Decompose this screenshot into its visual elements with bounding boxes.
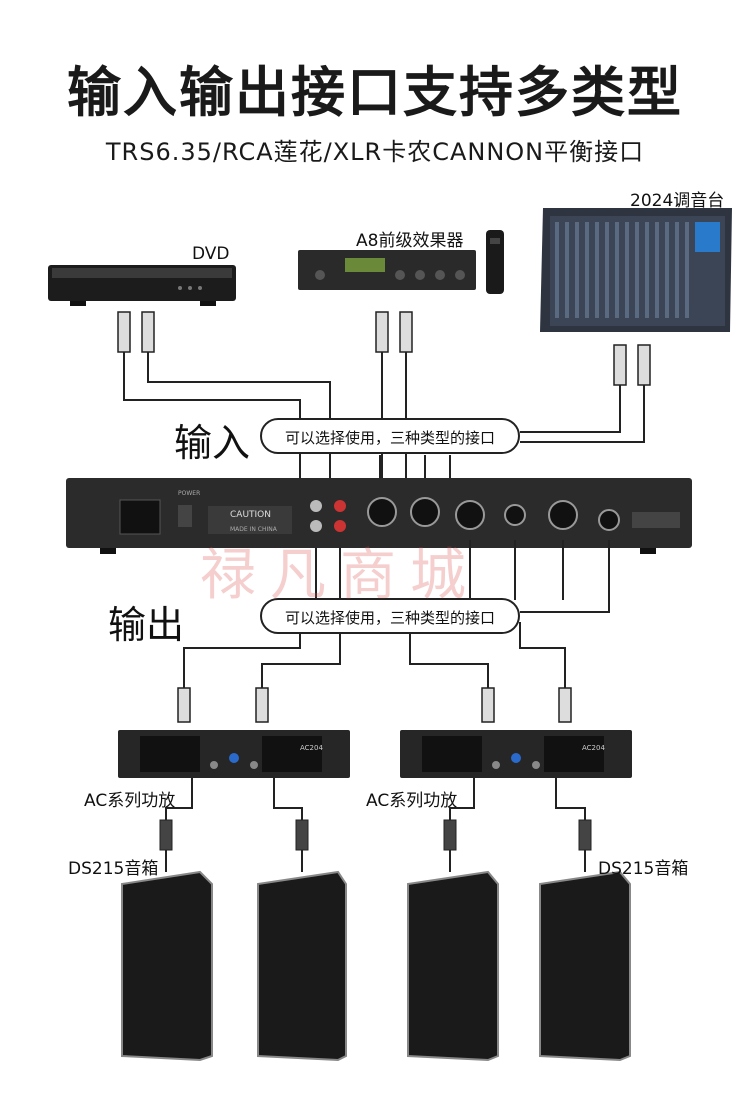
input-label: 输入 [174,421,251,465]
page-subtitle: TRS6.35/RCA莲花/XLR卡农CANNON平衡接口 [105,138,645,166]
input-interface-pill: 可以选择使用，三种类型的接口 [260,418,520,454]
output-interface-pill: 可以选择使用，三种类型的接口 [260,598,520,634]
caution-text: CAUTION [230,510,271,520]
mixer-console [540,208,732,332]
speaker-cabinets [121,870,631,1062]
amplifier-left [118,730,350,778]
output-wires [183,540,610,688]
rca-plugs-output [177,687,572,723]
mixer-label: 2024调音台 [630,191,725,211]
amp-left-label: AC系列功放 [84,791,176,811]
page-title: 输入输出接口支持多类型 [67,61,683,124]
power-text: POWER [178,490,201,497]
speaker-wires [165,778,586,820]
made-in-text: MADE IN CHINA [230,526,277,533]
amplifier-right [400,730,632,778]
watermark-text: 禄凡商城 [200,543,480,608]
processor-rear-panel [66,478,692,554]
speakon-plugs [159,819,592,851]
output-label: 输出 [108,603,185,647]
amp-model-left: AC204 [300,744,323,752]
dvd-player [48,265,236,306]
rca-plugs-dvd [117,311,651,386]
dvd-label: DVD [192,244,230,264]
amp-right-label: AC系列功放 [366,791,458,811]
preamp-label: A8前级效果器 [356,231,464,251]
preamp-unit [298,230,504,294]
speaker-right-label: DS215音箱 [598,859,689,879]
amp-model-right: AC204 [582,744,605,752]
speaker-left-label: DS215音箱 [68,859,159,879]
